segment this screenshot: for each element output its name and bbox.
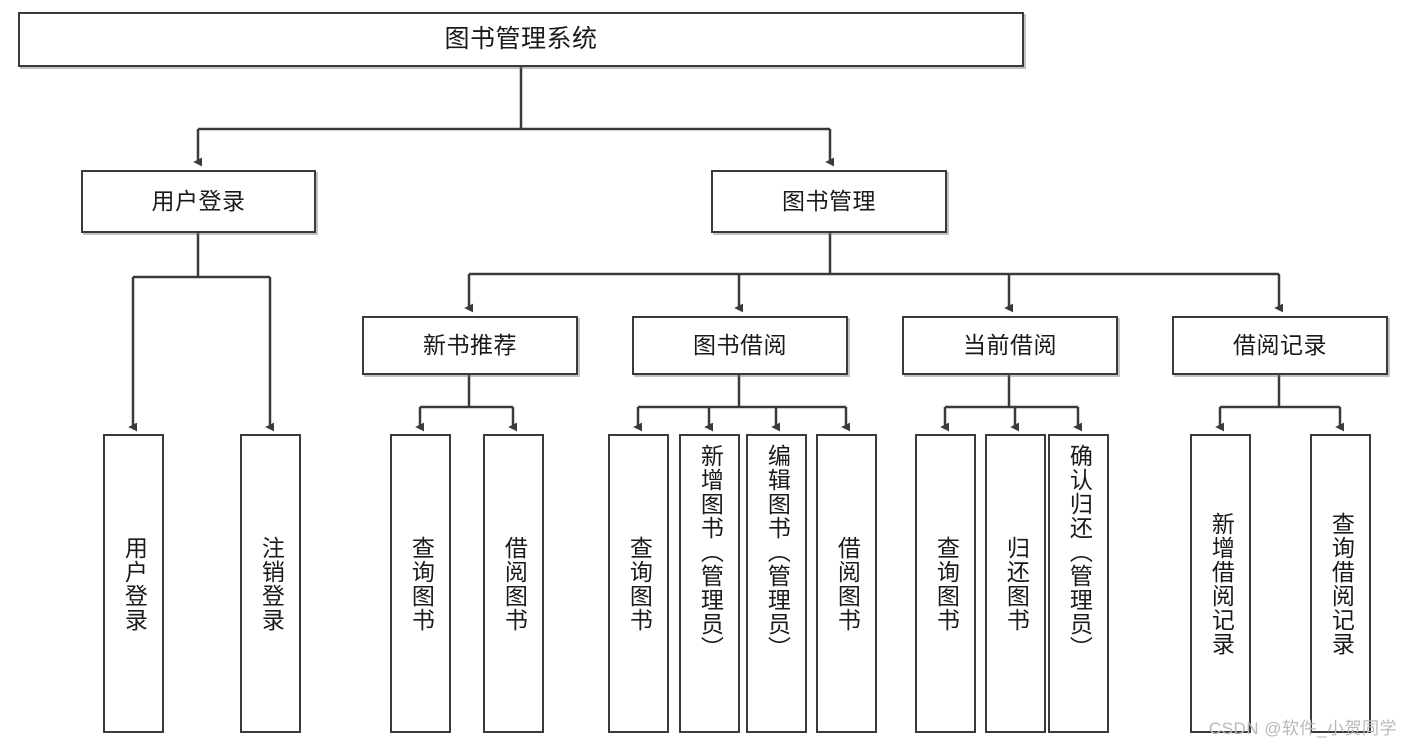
node-leaf-borrow-add[interactable]: 新增图书（管理员） — [679, 434, 740, 733]
node-leaf-rec-query2[interactable]: 查询借阅记录 — [1310, 434, 1371, 733]
node-leaf-rec-add[interactable]: 新增借阅记录 — [1190, 434, 1251, 733]
node-borrow-record[interactable]: 借阅记录 — [1172, 316, 1388, 375]
node-leaf-user-login[interactable]: 用户登录 — [103, 434, 164, 733]
node-leaf-cur-return-label: 归还图书 — [1003, 535, 1030, 632]
node-book-manage-label: 图书管理 — [782, 187, 876, 214]
node-leaf-cur-confirm[interactable]: 确认归还（管理员） — [1048, 434, 1109, 733]
node-leaf-user-login-label: 用户登录 — [121, 535, 148, 632]
node-leaf-borrow-edit[interactable]: 编辑图书（管理员） — [746, 434, 807, 733]
node-leaf-rec-query[interactable]: 查询图书 — [390, 434, 451, 733]
node-book-borrow-label: 图书借阅 — [693, 331, 787, 358]
node-leaf-borrow-query-label: 查询图书 — [626, 535, 653, 632]
node-user-login-label: 用户登录 — [151, 187, 246, 214]
node-leaf-cur-query-label: 查询图书 — [933, 535, 960, 632]
node-leaf-borrow-do[interactable]: 借阅图书 — [816, 434, 877, 733]
node-user-login[interactable]: 用户登录 — [81, 170, 316, 233]
node-new-book-rec-label: 新书推荐 — [423, 331, 517, 358]
node-leaf-rec-query-label: 查询图书 — [408, 535, 435, 632]
node-borrow-record-label: 借阅记录 — [1233, 331, 1327, 358]
node-leaf-borrow-edit-label: 编辑图书（管理员） — [764, 444, 791, 660]
node-leaf-cur-confirm-label: 确认归还（管理员） — [1066, 444, 1093, 660]
node-leaf-rec-query2-label: 查询借阅记录 — [1328, 511, 1355, 656]
node-root-label: 图书管理系统 — [444, 24, 598, 53]
csdn-watermark: CSDN @软件_小贺同学 — [1208, 719, 1397, 738]
node-new-book-rec[interactable]: 新书推荐 — [362, 316, 578, 375]
node-leaf-user-logout-label: 注销登录 — [258, 535, 285, 632]
node-book-manage[interactable]: 图书管理 — [711, 170, 947, 233]
node-current-borrow-label: 当前借阅 — [963, 331, 1057, 358]
node-leaf-rec-borrow-label: 借阅图书 — [501, 535, 528, 632]
node-root[interactable]: 图书管理系统 — [18, 12, 1024, 67]
node-leaf-cur-query[interactable]: 查询图书 — [915, 434, 976, 733]
node-leaf-borrow-query[interactable]: 查询图书 — [608, 434, 669, 733]
node-leaf-borrow-add-label: 新增图书（管理员） — [697, 444, 724, 660]
node-leaf-cur-return[interactable]: 归还图书 — [985, 434, 1046, 733]
node-leaf-rec-add-label: 新增借阅记录 — [1208, 511, 1235, 656]
node-leaf-rec-borrow[interactable]: 借阅图书 — [483, 434, 544, 733]
node-leaf-user-logout[interactable]: 注销登录 — [240, 434, 301, 733]
node-leaf-borrow-do-label: 借阅图书 — [834, 535, 861, 632]
node-book-borrow[interactable]: 图书借阅 — [632, 316, 848, 375]
node-current-borrow[interactable]: 当前借阅 — [902, 316, 1118, 375]
